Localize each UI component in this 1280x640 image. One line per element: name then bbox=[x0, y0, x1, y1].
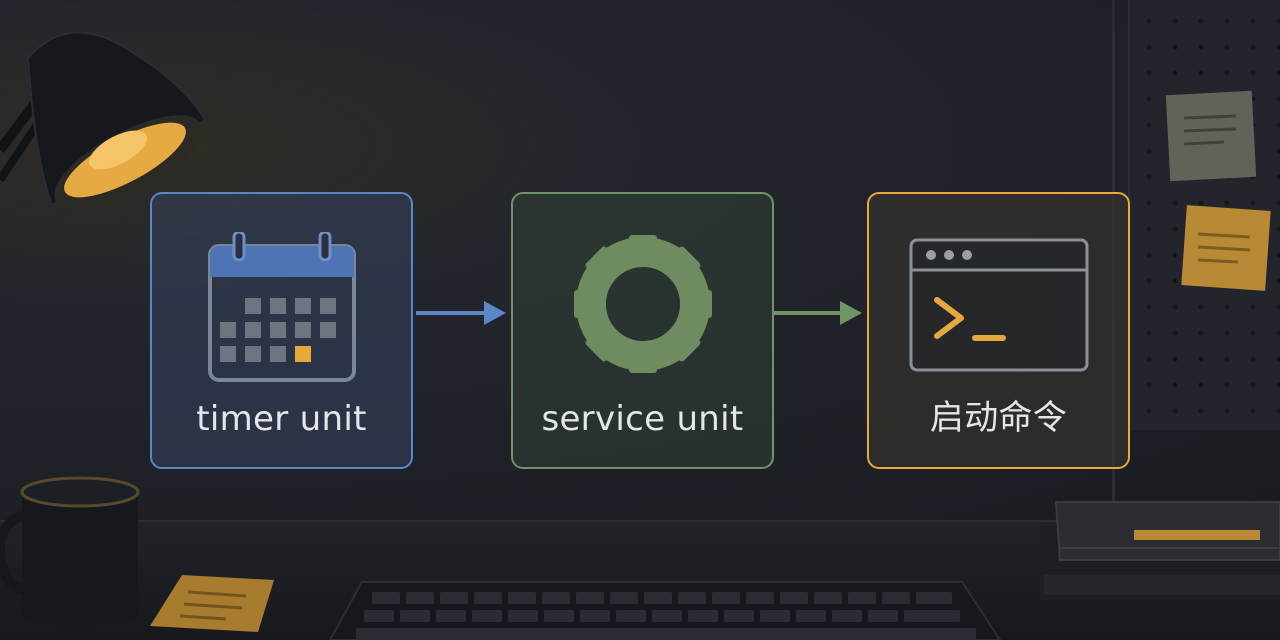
desk-lamp bbox=[0, 31, 207, 209]
sticky-note-gray bbox=[1165, 90, 1257, 182]
start-command-label: 启动命令 bbox=[929, 398, 1068, 438]
sticky-note-yellow bbox=[1181, 205, 1271, 291]
start-command-node: 启动命令 bbox=[867, 192, 1130, 469]
gear-icon bbox=[573, 235, 712, 373]
timer-unit-label: timer unit bbox=[196, 399, 367, 439]
service-unit-node: service unit bbox=[511, 192, 774, 469]
timer-unit-node: timer unit bbox=[150, 192, 413, 469]
coffee-mug bbox=[0, 476, 140, 626]
book-stack bbox=[1040, 501, 1280, 600]
keyboard bbox=[328, 581, 1002, 640]
desk-sticky-note bbox=[150, 575, 274, 632]
calendar-icon bbox=[207, 232, 356, 382]
terminal-icon bbox=[909, 238, 1088, 372]
arrow-service-to-command bbox=[772, 301, 862, 325]
arrow-timer-to-service bbox=[416, 301, 506, 325]
service-unit-label: service unit bbox=[541, 399, 744, 439]
